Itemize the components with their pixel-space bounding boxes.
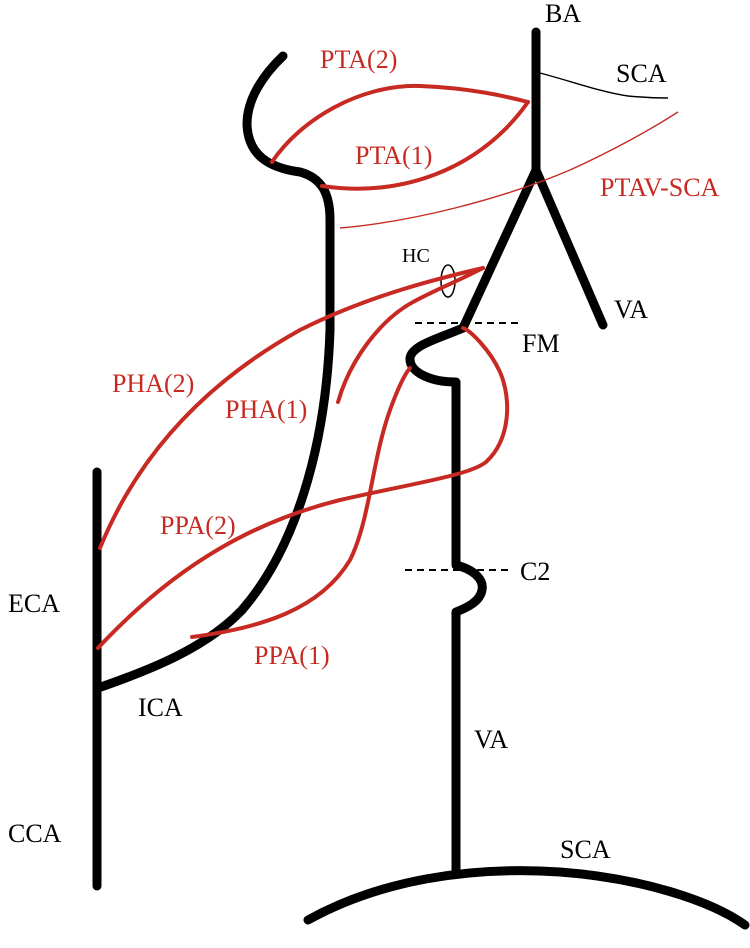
subclavian-artery — [303, 866, 750, 930]
label-eca: ECA — [8, 589, 60, 618]
ptav-sca-branch — [339, 111, 679, 229]
vertebral-artery-left-upper — [458, 165, 541, 333]
label-sca-top: SCA — [616, 59, 667, 88]
label-ppa2: PPA(2) — [160, 511, 236, 540]
label-pta2: PTA(2) — [320, 45, 397, 74]
vertebral-artery-right-upper — [531, 165, 608, 330]
label-sca-bottom: SCA — [560, 835, 611, 864]
label-ptav-sca: PTAV-SCA — [600, 173, 720, 202]
label-va-top: VA — [614, 295, 648, 324]
superior-cerebellar-artery — [535, 71, 669, 99]
internal-carotid-artery — [93, 51, 335, 693]
ppa2-vessel — [96, 326, 510, 650]
pha1-vessel — [336, 266, 485, 404]
label-va-bottom: VA — [474, 725, 508, 754]
label-pha1: PHA(1) — [225, 395, 307, 424]
vertebral-artery-lower — [405, 323, 487, 877]
label-cca: CCA — [8, 819, 62, 848]
label-ba: BA — [545, 0, 581, 28]
label-hc: HC — [402, 245, 430, 267]
ppa1-vessel — [190, 366, 412, 639]
label-ppa1: PPA(1) — [254, 641, 330, 670]
label-ica: ICA — [138, 693, 183, 722]
pta2-vessel — [270, 83, 530, 164]
pha2-vessel — [98, 266, 485, 550]
label-pha2: PHA(2) — [112, 369, 194, 398]
label-fm: FM — [522, 329, 560, 358]
label-pta1: PTA(1) — [355, 141, 432, 170]
pta1-vessel — [320, 100, 530, 191]
label-c2: C2 — [520, 557, 550, 586]
